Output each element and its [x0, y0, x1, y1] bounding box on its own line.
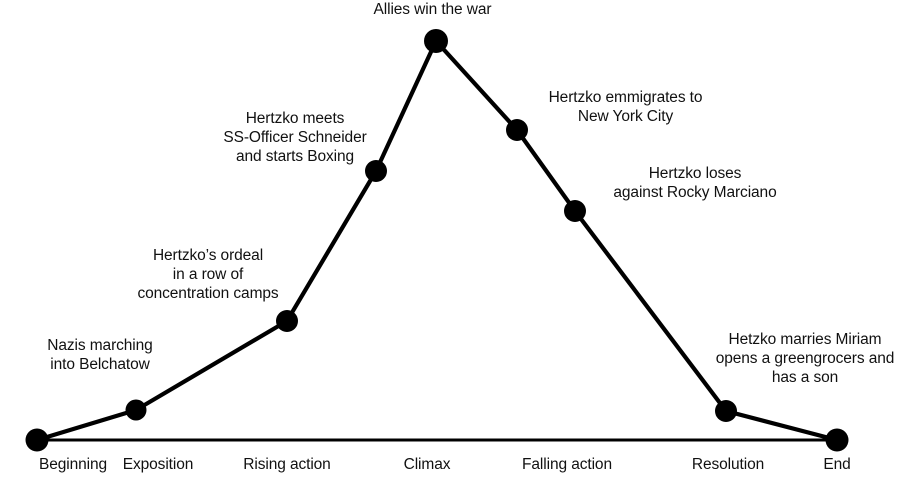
data-point-marciano[interactable]: [564, 200, 586, 222]
data-point-exposition[interactable]: [125, 399, 147, 421]
data-point-rising-action[interactable]: [276, 310, 298, 332]
annotation-resolution: Hetzko marries Miriam opens a greengroce…: [715, 331, 895, 386]
data-point-boxing[interactable]: [365, 160, 387, 182]
annotation-boxing: Hertzko meets SS-Officer Schneider and s…: [223, 110, 367, 165]
data-point-climax[interactable]: [424, 29, 448, 53]
axis-label-exposition: Exposition: [122, 456, 194, 473]
annotation-marciano: Hertzko loses against Rocky Marciano: [613, 165, 777, 201]
annotation-climax: Allies win the war: [373, 1, 492, 18]
data-point-beginning[interactable]: [25, 428, 49, 452]
axis-label-falling-action: Falling action: [522, 456, 612, 473]
data-point-end[interactable]: [825, 428, 849, 452]
data-point-new-york[interactable]: [506, 119, 528, 141]
data-point-resolution[interactable]: [715, 400, 737, 422]
axis-label-resolution: Resolution: [691, 456, 765, 473]
annotation-new-york: Hertzko emmigrates to New York City: [548, 89, 703, 125]
axis-label-end: End: [823, 456, 851, 473]
annotation-nazis-marching: Nazis marching into Belchatow: [47, 337, 153, 373]
axis-label-rising-action: Rising action: [243, 456, 331, 473]
annotation-concentration-camps: Hertzko’s ordeal in a row of concentrati…: [137, 247, 279, 302]
axis-label-beginning: Beginning: [38, 456, 108, 473]
axis-label-climax: Climax: [403, 456, 451, 473]
